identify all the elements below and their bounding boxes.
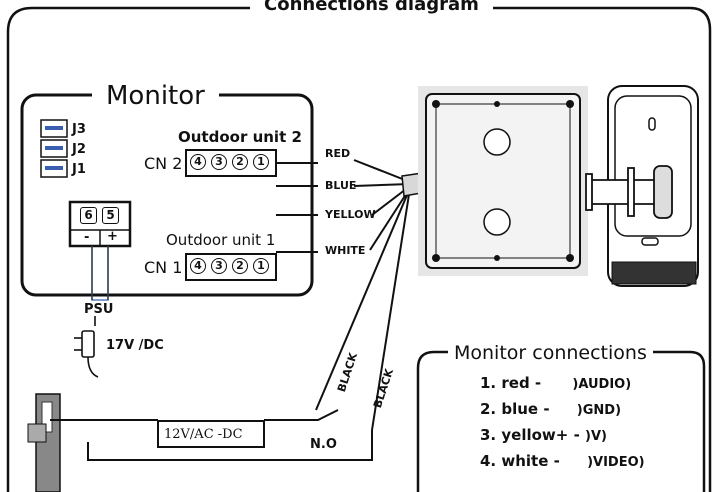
- jumper-label-j3: J3: [72, 122, 86, 137]
- connections-box: [416, 350, 706, 492]
- connection-text: yellow+ -: [501, 426, 580, 444]
- connection-text: white -: [501, 452, 560, 470]
- cn2-pin-4: 4: [190, 154, 206, 170]
- wire-label-blue: BLUE: [325, 179, 357, 192]
- connection-item: 1. red - )AUDIO): [480, 374, 631, 392]
- mounting-bracket: [585, 165, 673, 219]
- jumper-block: [40, 119, 68, 178]
- wire-label-red: RED: [325, 147, 351, 160]
- connection-suffix: )GND): [576, 403, 622, 418]
- cn2-pin-1: 1: [253, 154, 269, 170]
- connection-item: 4. white - )VIDEO): [480, 452, 645, 470]
- signal-wires: [276, 159, 411, 431]
- connection-suffix: )V): [585, 429, 607, 444]
- wire-label-yellow: YELLOW: [325, 208, 376, 221]
- connection-text: blue -: [501, 400, 550, 418]
- psu-label: PSU: [84, 302, 114, 317]
- cn2-pin-2: 2: [232, 154, 248, 170]
- cn1-pin-1: 1: [253, 258, 269, 274]
- cn1-label: CN 1: [144, 258, 183, 277]
- connection-text: red -: [501, 374, 542, 392]
- connection-num: 3.: [480, 426, 497, 444]
- connection-num: 1.: [480, 374, 497, 392]
- outdoor-unit-2-label: Outdoor unit 2: [178, 128, 302, 146]
- power-minus: -: [84, 230, 90, 245]
- jumper-label-j2: J2: [72, 142, 86, 157]
- monitor-title: Monitor: [92, 81, 219, 111]
- diagram-title: Connections diagram: [250, 0, 493, 16]
- connection-item: 2. blue - )GND): [480, 400, 621, 418]
- connection-suffix: )VIDEO): [587, 455, 645, 470]
- cn1-pin-3: 3: [211, 258, 227, 274]
- power-pin-5: 5: [102, 207, 119, 224]
- cn2-pin-3: 3: [211, 154, 227, 170]
- connection-suffix: )AUDIO): [572, 377, 632, 392]
- cn1-pin-4: 4: [190, 258, 206, 274]
- outdoor-unit-1-label: Outdoor unit 1: [166, 231, 276, 249]
- lock-voltage-box: 12V/AC -DC: [164, 427, 243, 442]
- lock-wires: [50, 409, 373, 461]
- power-pin-6: 6: [80, 207, 97, 224]
- lock-no-label: N.O: [310, 437, 337, 452]
- monitor-connections-title: Monitor connections: [448, 342, 653, 364]
- connection-num: 2.: [480, 400, 497, 418]
- connection-item: 3. yellow+ - )V): [480, 426, 607, 444]
- psu-voltage: 17V /DC: [106, 338, 164, 353]
- outdoor-back-plate: [418, 86, 588, 276]
- wire-label-white: WHITE: [325, 244, 366, 257]
- cn2-label: CN 2: [144, 154, 183, 173]
- cn1-pin-2: 2: [232, 258, 248, 274]
- jumper-label-j1: J1: [72, 162, 86, 177]
- power-plus: +: [107, 229, 118, 244]
- connection-num: 4.: [480, 452, 497, 470]
- door-lock-strike: [27, 393, 61, 492]
- plug-adapter: [74, 330, 99, 378]
